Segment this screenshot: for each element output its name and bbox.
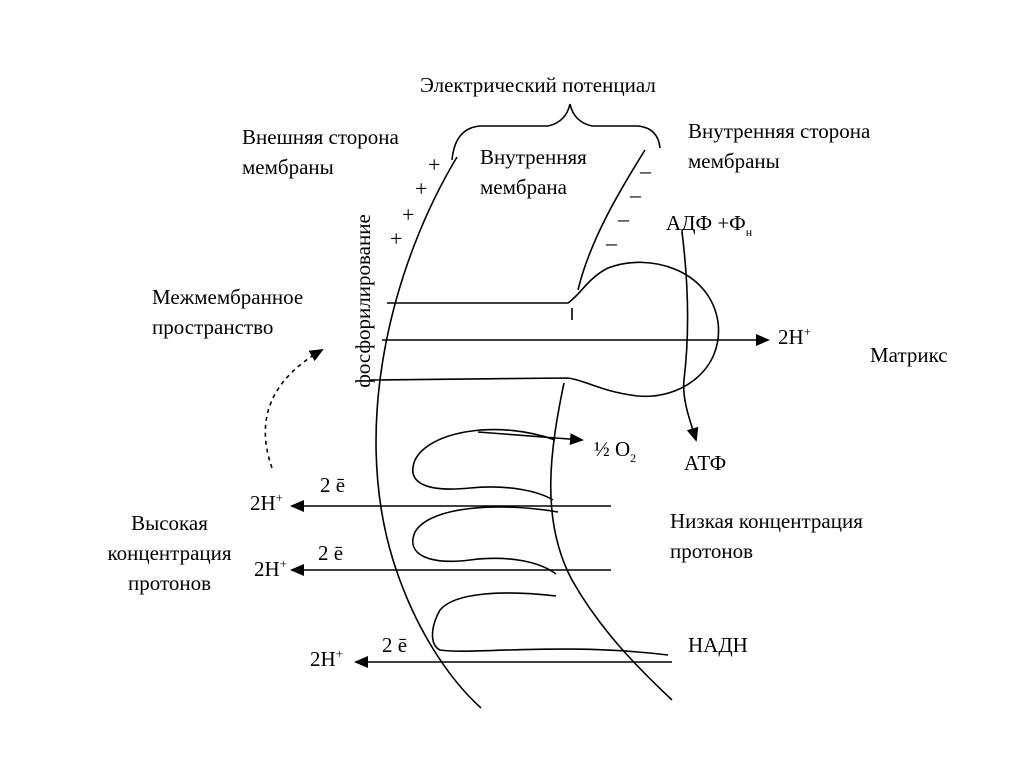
proton-superscript: + [276,490,283,505]
proton-return-arc [265,350,322,468]
outer-side-label: Внешняя сторона мембраны [242,122,399,182]
proton-label-2: 2Н+ [254,556,287,585]
inner-membrane-lower [551,383,672,700]
minus-sign-1: – [639,158,652,183]
proton-label-matrix: 2Н+ [778,324,811,353]
proton-superscript: + [336,646,343,661]
adp-pn-label: АДФ +Фн [666,210,752,239]
plus-sign-1: + [428,152,440,177]
proton-text: 2Н [250,491,276,515]
phosphorylation-label: фосфорилирование [350,186,376,416]
electrons-label-1: 2 ē [320,472,345,498]
low-concentration-label: Низкая концентрация протонов [670,506,863,566]
adp-pn-subscript: н [746,225,752,239]
nadh-label: НАДН [688,632,748,658]
minus-sign-2: – [629,182,642,207]
plus-sign-4: + [390,226,402,251]
proton-label-3: 2Н+ [310,646,343,675]
proton-text: 2Н [310,647,336,671]
half-o2-label: ½ О2 [594,436,636,465]
inner-side-label: Внутренняя сторона мембраны [688,116,870,176]
half-o2-subscript: 2 [630,451,636,465]
plus-sign-3: + [402,202,414,227]
minus-sign-3: – [617,206,630,231]
plus-sign-2: + [415,176,427,201]
inner-membrane-upper [578,150,645,290]
proton-text: 2Н [778,325,804,349]
electrons-label-2: 2 ē [318,540,343,566]
adp-pn-text: АДФ +Ф [666,211,746,235]
matrix-label: Матрикс [870,342,948,368]
proton-superscript: + [280,556,287,571]
electrons-label-3: 2 ē [382,632,407,658]
proton-text: 2Н [254,557,280,581]
high-concentration-label: Высокая концентрация протонов [92,508,247,598]
proton-superscript: + [804,324,811,339]
electric-potential-label: Электрический потенциал [420,72,656,98]
intermembrane-space-label: Межмембранное пространство [152,282,303,342]
atp-label: АТФ [684,450,726,476]
inner-membrane-label: Внутренняя мембрана [480,142,587,202]
adp-atp-curve [682,232,696,440]
crista-3 [433,593,669,655]
proton-label-1: 2Н+ [250,490,283,519]
minus-sign-4: – [605,230,618,255]
atp-synthase [370,262,719,396]
half-o2-text: ½ О [594,437,630,461]
crista-1 [413,430,555,500]
crista-2 [413,507,558,574]
